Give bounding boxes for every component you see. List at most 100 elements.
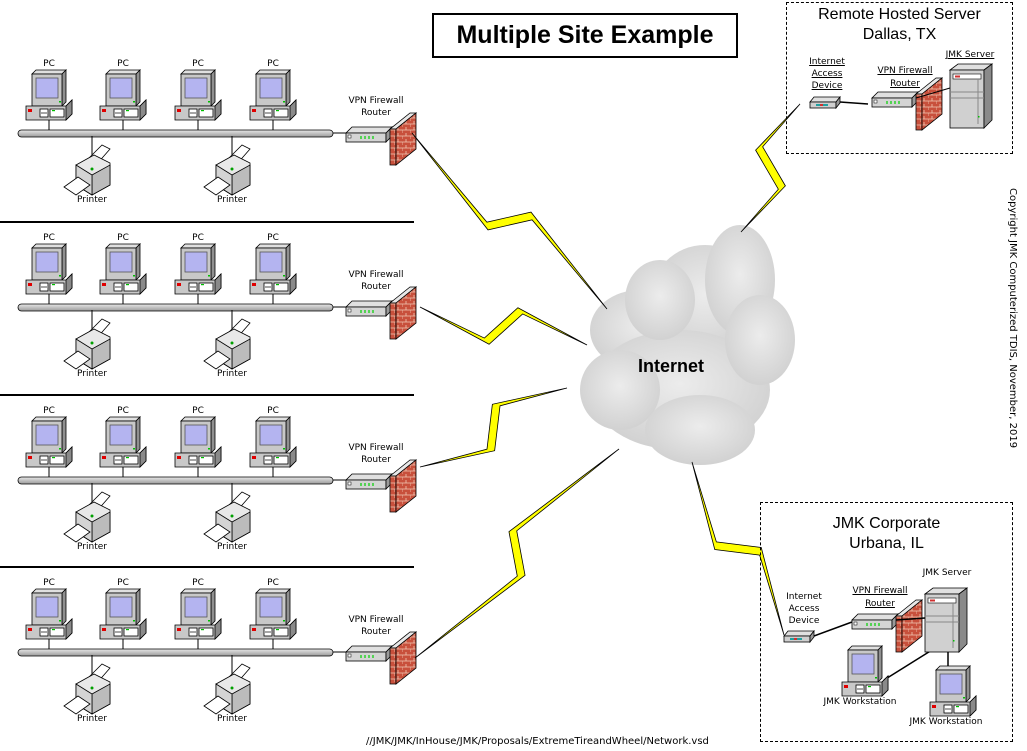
pc-label: PC [267,578,279,588]
pc-icon [249,243,297,295]
pc-label: PC [117,578,129,588]
pc-label: PC [192,59,204,69]
internet-label: Internet [638,356,705,376]
pc-icon [99,69,147,121]
access-device-label: Device [811,81,843,91]
printer-icon [203,318,251,370]
pc-label: PC [192,578,204,588]
pc-label: PC [43,233,55,243]
router-label-line1: VPN Firewall [852,586,908,596]
router-label-line1: VPN Firewall [348,615,404,625]
ethernet-bus [17,648,334,657]
pc-label: PC [267,59,279,69]
vpn-firewall-router-icon [345,112,417,166]
printer-icon [63,318,111,370]
pc-label: PC [43,406,55,416]
pc-label: PC [192,406,204,416]
vpn-firewall-router-icon [345,459,417,513]
router-label-line1: VPN Firewall [348,443,404,453]
internet-cloud-icon [580,225,795,465]
pc-icon [174,69,222,121]
router-label-line2: Router [865,599,895,609]
access-device-label: Internet [786,592,822,602]
access-device-label: Internet [809,57,845,67]
lan-site-3 [0,394,417,543]
printer-label: Printer [77,714,107,724]
copyright-note: Copyright JMK Computerized TDIS, Novembe… [1007,188,1018,449]
router-to-server-cable [895,617,926,621]
pc-icon [25,416,73,468]
printer-icon [203,663,251,715]
server-label: JMK Server [945,50,995,60]
pc-icon [25,69,73,121]
router-label-line2: Router [361,455,391,465]
wan-link-site-3 [419,387,568,468]
printer-label: Printer [217,542,247,552]
pc-icon [174,416,222,468]
access-to-router-cable [839,101,869,105]
pc-icon [25,588,73,640]
pc-label: PC [192,233,204,243]
corporate-site-layer [783,587,977,717]
printer-label: Printer [217,369,247,379]
lan-site-1 [17,69,417,196]
vpn-firewall-router-icon [345,286,417,340]
access-device-label: Access [811,69,843,79]
pc-icon [249,588,297,640]
router-label-line2: Router [361,627,391,637]
access-device-label: Access [788,604,820,614]
wan-link-site-2 [419,306,588,346]
pc-icon [249,69,297,121]
router-label-line2: Router [361,108,391,118]
printer-label: Printer [217,195,247,205]
pc-icon [174,243,222,295]
pc-icon [249,416,297,468]
corporate-site-heading: JMK Corporate Urbana, IL [760,514,1013,554]
wan-link-site-4 [414,448,620,659]
workstation-label: JMK Workstation [909,717,983,727]
pc-icon [99,243,147,295]
diagram-title: Multiple Site Example [432,13,738,58]
printer-label: Printer [77,369,107,379]
router-label-line2: Router [890,79,920,89]
remote-site-box [786,2,1013,154]
corporate-site-title: JMK Corporate [832,515,941,532]
lan-site-4 [0,566,417,715]
server-label: JMK Server [922,568,972,578]
wan-link-remote-site [740,103,801,233]
ethernet-bus [17,476,334,485]
router-label-line1: VPN Firewall [348,270,404,280]
workstation-label: JMK Workstation [823,697,897,707]
printer-icon [63,663,111,715]
printer-icon [63,491,111,543]
router-label-line1: VPN Firewall [348,96,404,106]
vpn-firewall-router-icon [345,631,417,685]
pc-label: PC [43,59,55,69]
pc-icon [174,588,222,640]
router-to-server-cable [915,87,951,99]
lan-site-2 [0,221,417,370]
corporate-site-box [760,502,1013,742]
pc-label: PC [267,406,279,416]
remote-site-title: Remote Hosted Server [818,6,981,23]
wan-link-corporate-site [691,461,785,636]
printer-icon [203,144,251,196]
pc-label: PC [117,406,129,416]
ethernet-bus [17,303,334,312]
pc-label: PC [117,59,129,69]
file-path: //JMK/JMK/InHouse/JMK/Proposals/ExtremeT… [366,736,709,747]
remote-site-layer [809,63,993,131]
printer-icon [63,144,111,196]
printer-label: Printer [77,195,107,205]
printer-label: Printer [217,714,247,724]
pc-label: PC [43,578,55,588]
wan-links-layer [411,103,801,659]
access-device-label: Device [788,616,820,626]
router-label-line2: Router [361,282,391,292]
access-to-router-cable [813,621,853,637]
router-label-line1: VPN Firewall [877,66,933,76]
remote-site-heading: Remote Hosted Server Dallas, TX [786,5,1013,45]
remote-site-location: Dallas, TX [862,26,937,43]
printer-label: Printer [77,542,107,552]
pc-label: PC [267,233,279,243]
